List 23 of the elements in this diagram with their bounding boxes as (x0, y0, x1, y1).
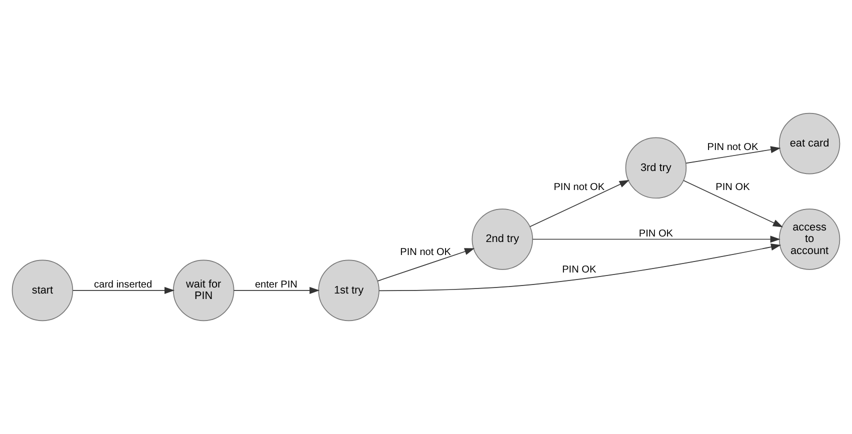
node-circle: 1st try (318, 260, 380, 322)
node-circle: 2nd try (472, 208, 533, 270)
arrow (378, 244, 782, 292)
edge-label: PIN OK (716, 182, 750, 194)
node-circle: access to account (778, 208, 840, 270)
edge-label: PIN OK (638, 228, 673, 240)
arrow (377, 248, 475, 282)
arrow (530, 180, 630, 228)
arrow (72, 286, 175, 294)
arrow (532, 236, 780, 243)
edge-label: PIN not OK (400, 246, 452, 258)
node-circle: start (12, 260, 74, 322)
edge-label: PIN not OK (554, 182, 605, 194)
node-circle: eat card (778, 112, 840, 174)
edge-label: enter PIN (254, 280, 298, 291)
node-circle: wait for PIN (172, 260, 234, 322)
node-circle: 3rd try (625, 137, 687, 199)
edge-label: card inserted (94, 280, 152, 291)
arrow (683, 180, 784, 228)
edge-label: PIN OK (562, 264, 596, 276)
edge-label: PIN not OK (707, 142, 758, 153)
arrow (233, 286, 320, 294)
arrow (686, 146, 781, 164)
